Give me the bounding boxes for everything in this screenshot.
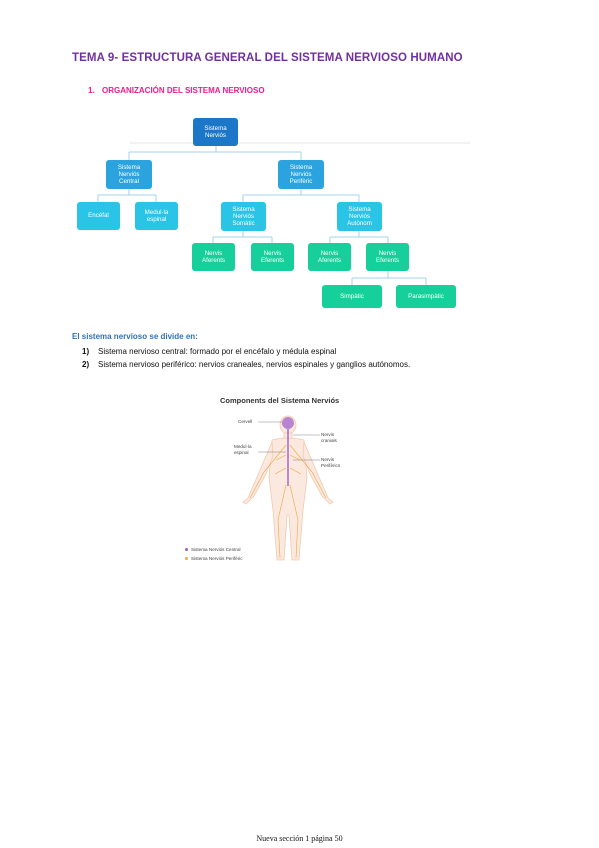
- list-item: 2)Sistema nervioso periférico: nervios c…: [82, 360, 411, 369]
- list-item: 1)Sistema nervioso central: formado por …: [82, 347, 337, 356]
- page-footer: Nueva sección 1 página 50: [256, 834, 343, 843]
- legend-item-central: Sistema Nerviós Central: [185, 547, 241, 552]
- figure-title: Components del Sistema Nerviós: [220, 396, 340, 405]
- node-encefal: Encèfal: [77, 202, 120, 230]
- label-medulla-espinal: Medul·la espinal: [234, 444, 252, 455]
- body-heading: El sistema nervioso se divide en:: [72, 332, 198, 341]
- label-nervis-cranials: Nervis cranials: [321, 432, 337, 443]
- body-illustration: [242, 415, 334, 561]
- label-cervell: Cervell: [238, 419, 253, 424]
- legend-dot-icon: [185, 548, 188, 551]
- page-title: TEMA 9- ESTRUCTURA GENERAL DEL SISTEMA N…: [72, 52, 463, 64]
- section-label: ORGANIZACIÓN DEL SISTEMA NERVIOSO: [102, 86, 265, 95]
- section-number: 1.: [88, 86, 95, 95]
- label-nervis-perifèrics: Nervis Perifèrics: [321, 457, 341, 468]
- nervous-system-figure: Components del Sistema Nerviós: [180, 390, 410, 570]
- node-simpatic: Simpàtic: [322, 285, 382, 308]
- node-parasimpatic: Parasimpàtic: [396, 285, 456, 308]
- legend-dot-icon: [185, 557, 188, 560]
- section-heading: 1. ORGANIZACIÓN DEL SISTEMA NERVIOSO: [88, 86, 265, 95]
- legend-item-periferic: Sistema Nerviós Perifèric: [185, 556, 243, 561]
- org-chart-connectors: [97, 142, 470, 285]
